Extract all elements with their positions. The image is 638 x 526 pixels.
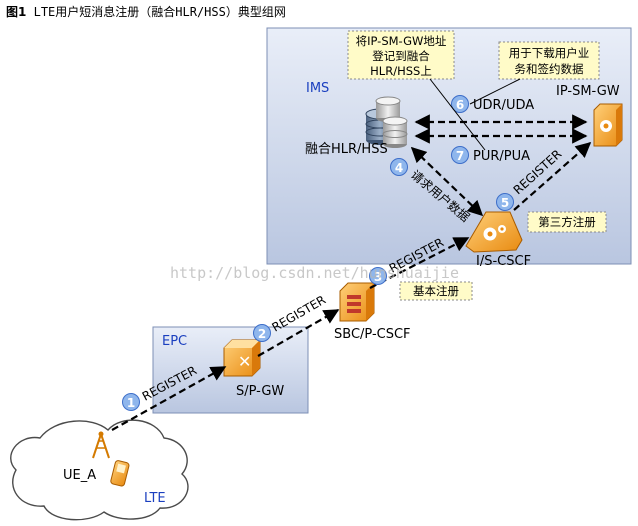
ipsmgw-server-icon: [593, 103, 623, 147]
figure-number: 图1: [6, 5, 27, 19]
lte-cloud: [10, 419, 189, 521]
svg-text:3: 3: [374, 270, 382, 284]
svg-text:基本注册: 基本注册: [413, 284, 459, 298]
svg-text:5: 5: [501, 196, 509, 210]
svg-text:将IP-SM-GW地址: 将IP-SM-GW地址: [356, 34, 447, 48]
step-7: 7 PUR/PUA: [451, 146, 530, 164]
spgw-label: S/P-GW: [236, 384, 284, 399]
svg-text:用于下载用户业: 用于下载用户业: [509, 46, 590, 60]
figure-caption: LTE用户短消息注册（融合HLR/HSS）典型组网: [33, 5, 286, 19]
hlr-registration-note: 将IP-SM-GW地址 登记到融合 HLR/HSS上: [347, 30, 486, 151]
step-6: 6 UDR/UDA: [451, 95, 534, 113]
basic-registration-note: 基本注册: [399, 281, 473, 301]
lte-domain-label: LTE: [144, 491, 166, 506]
svg-text:登记到融合: 登记到融合: [372, 49, 430, 63]
watermark: http://blog.csdn.net/hunshuaijie: [170, 264, 459, 282]
arrow-register-2: [257, 309, 340, 357]
hlr-database-icon: [365, 96, 408, 148]
figure-title: 图1 LTE用户短消息注册（融合HLR/HSS）典型组网: [6, 3, 286, 20]
iscscf-label: I/S-CSCF: [476, 254, 531, 269]
router-icon: ✕: [223, 339, 261, 377]
svg-text:HLR/HSS上: HLR/HSS上: [370, 64, 432, 78]
hlr-label: 融合HLR/HSS: [305, 142, 388, 157]
ims-domain-label: IMS: [306, 81, 329, 96]
svg-text:2: 2: [258, 327, 266, 341]
phone-icon: [110, 460, 130, 487]
antenna-icon: [92, 431, 110, 459]
svg-text:1: 1: [127, 396, 135, 410]
arrow-register-5: [513, 141, 592, 211]
svg-text:✕: ✕: [238, 352, 251, 371]
arrow-register-3: [369, 237, 470, 289]
step-7-label: PUR/PUA: [473, 149, 530, 164]
svg-text:务和签约数据: 务和签约数据: [515, 62, 584, 76]
arrow-request-user-data: [410, 146, 484, 217]
third-party-registration-note: 第三方注册: [527, 211, 607, 233]
svg-text:第三方注册: 第三方注册: [538, 215, 596, 229]
ipsmgw-label: IP-SM-GW: [556, 84, 620, 99]
message-arrows: [111, 114, 592, 431]
udr-download-note: 用于下载用户业 务和签约数据: [469, 41, 600, 105]
cscf-gear-icon: [465, 211, 523, 253]
svg-text:4: 4: [395, 161, 403, 175]
sbc-firewall-icon: [339, 282, 375, 322]
step-6-label: UDR/UDA: [473, 98, 534, 113]
ue-label: UE_A: [63, 468, 96, 483]
sbc-label: SBC/P-CSCF: [334, 327, 411, 342]
epc-domain-label: EPC: [162, 334, 187, 349]
svg-text:6: 6: [456, 98, 464, 112]
svg-text:7: 7: [456, 149, 464, 163]
